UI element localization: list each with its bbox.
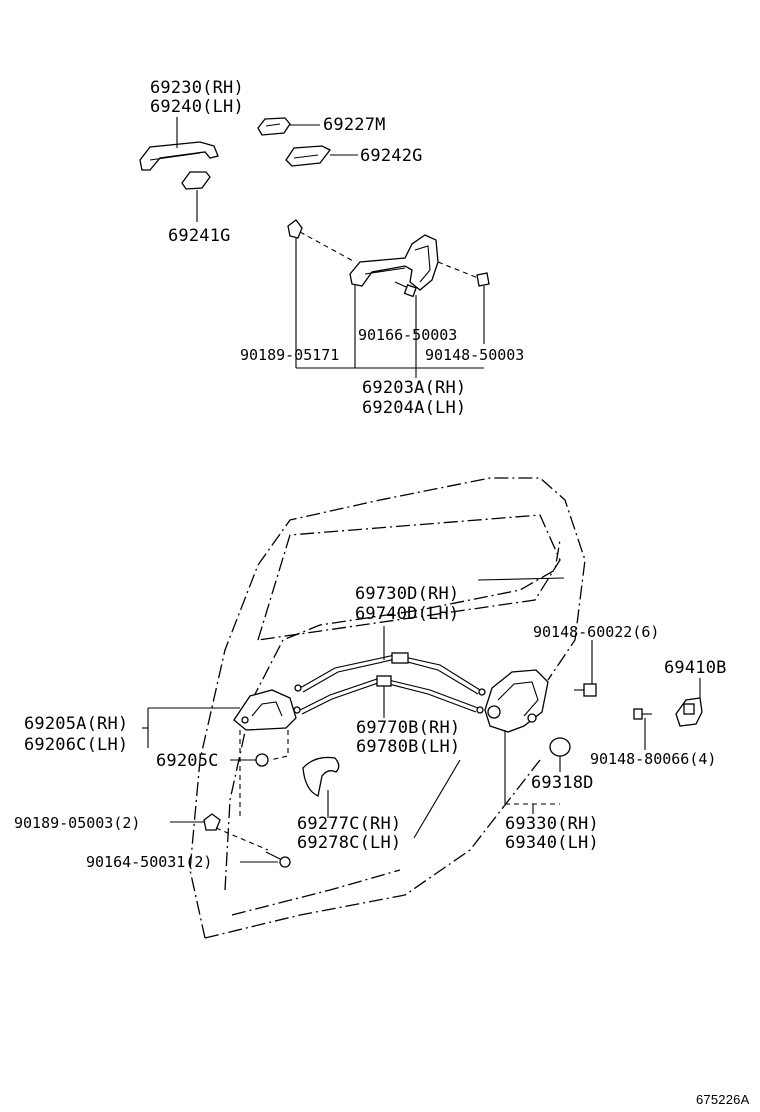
label-69730d-rh: 69730D(RH) bbox=[355, 584, 460, 604]
label-69770b-rh: 69770B(RH) bbox=[356, 718, 461, 738]
label-69318d: 69318D bbox=[531, 773, 594, 793]
screw-90148a bbox=[476, 272, 490, 287]
label-69227m: 69227M bbox=[323, 115, 386, 135]
inside-handle-bolt bbox=[255, 753, 269, 767]
clip-90189 bbox=[287, 219, 303, 239]
lock-cover-cap bbox=[549, 737, 571, 757]
label-69278c-lh: 69278C(LH) bbox=[297, 833, 402, 853]
key-cylinder-pad bbox=[257, 117, 291, 136]
label-69204a-lh: 69204A(LH) bbox=[362, 398, 467, 418]
label-90189-05003: 90189-05003(2) bbox=[14, 814, 141, 832]
label-69230-rh: 69230(RH) bbox=[150, 78, 244, 98]
screw-90166 bbox=[394, 281, 417, 298]
label-69780b-lh: 69780B(LH) bbox=[356, 737, 461, 757]
label-69277c-rh: 69277C(RH) bbox=[297, 814, 402, 834]
screw-90164 bbox=[265, 851, 291, 868]
door-outline bbox=[189, 477, 586, 939]
handle-frame bbox=[349, 234, 439, 291]
striker-screw bbox=[633, 708, 652, 720]
door-lock bbox=[484, 669, 549, 733]
label-90164-50031: 90164-50031(2) bbox=[86, 853, 213, 871]
label-69740d-lh: 69740D(LH) bbox=[355, 604, 460, 624]
clip-90189-05003 bbox=[203, 813, 221, 831]
label-90148-80066: 90148-80066(4) bbox=[590, 750, 717, 768]
label-69203a-rh: 69203A(RH) bbox=[362, 378, 467, 398]
handle-cover bbox=[302, 756, 340, 797]
label-69206c-lh: 69206C(LH) bbox=[24, 735, 129, 755]
inside-handle bbox=[233, 689, 297, 731]
label-69340-lh: 69340(LH) bbox=[505, 833, 599, 853]
door-striker bbox=[675, 697, 703, 727]
label-69330-rh: 69330(RH) bbox=[505, 814, 599, 834]
label-69205c: 69205C bbox=[156, 751, 219, 771]
handle-gasket-front bbox=[285, 145, 331, 167]
label-69242g: 69242G bbox=[360, 146, 423, 166]
cable-69730d bbox=[294, 652, 486, 696]
label-90148-60022: 90148-60022(6) bbox=[533, 623, 660, 641]
label-69410b: 69410B bbox=[664, 658, 727, 678]
figure-id: 675226A bbox=[696, 1092, 750, 1107]
label-90148-50003: 90148-50003 bbox=[425, 346, 525, 364]
label-69241g: 69241G bbox=[168, 226, 231, 246]
handle-gasket-rear bbox=[181, 171, 211, 190]
label-69240-lh: 69240(LH) bbox=[150, 97, 244, 117]
label-90166-50003: 90166-50003 bbox=[358, 326, 458, 344]
cable-69770b bbox=[293, 675, 484, 715]
outside-handle bbox=[139, 141, 219, 171]
label-69205a-rh: 69205A(RH) bbox=[24, 714, 129, 734]
label-90189-05171: 90189-05171 bbox=[240, 346, 340, 364]
lock-screw bbox=[574, 683, 597, 697]
